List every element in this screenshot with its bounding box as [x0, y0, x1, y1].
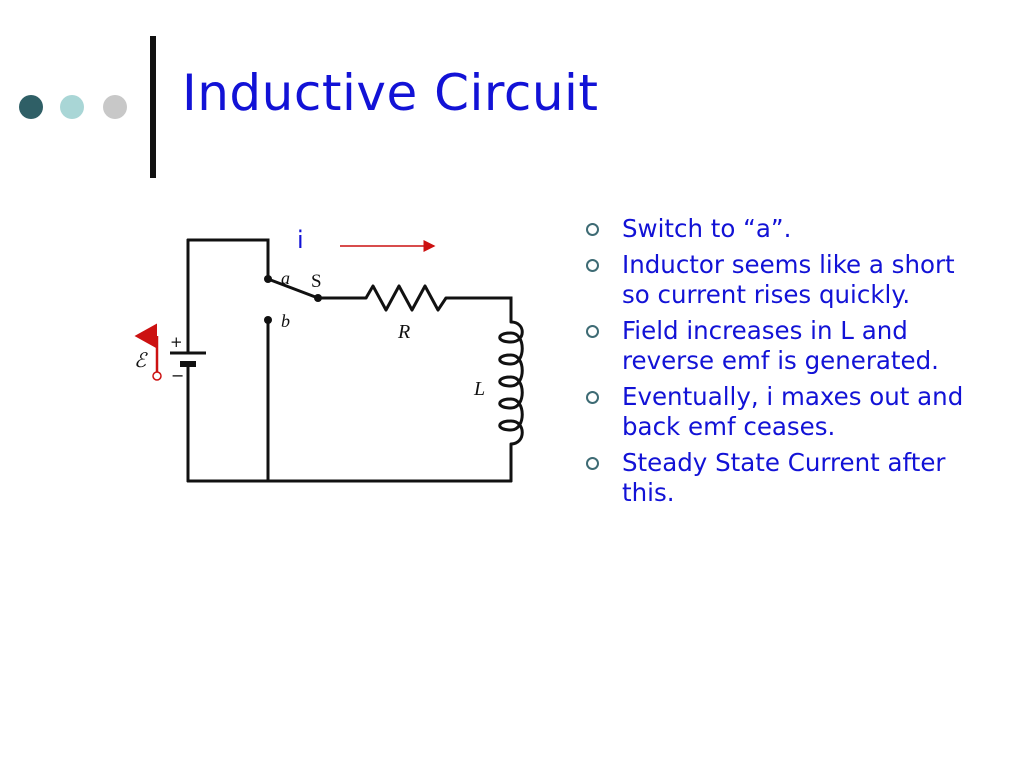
- plus-sign: +: [170, 333, 183, 351]
- bullet-item: Eventually, i maxes out and back emf cea…: [586, 382, 966, 442]
- inductor-label: L: [473, 378, 485, 400]
- resistor-label: R: [397, 321, 410, 343]
- decorative-dots: [0, 0, 140, 140]
- title-divider: [150, 36, 156, 178]
- minus-sign: −: [171, 366, 184, 385]
- terminal-a-label: a: [281, 268, 290, 288]
- bullet-list: Switch to “a”. Inductor seems like a sho…: [586, 214, 966, 514]
- switch-label: S: [311, 271, 322, 292]
- bullet-text: Switch to “a”.: [622, 214, 792, 243]
- terminal-b-label: b: [281, 311, 290, 331]
- terminal-a-dot: [264, 275, 272, 283]
- bullet-item: Field increases in L and reverse emf is …: [586, 316, 966, 376]
- bullet-marker-icon: [586, 391, 599, 404]
- bullet-text: Inductor seems like a short so current r…: [622, 250, 955, 309]
- decor-dot-light-teal: [60, 95, 84, 119]
- circuit-wires: [186, 238, 513, 483]
- emf-arrow-tail: [152, 371, 162, 381]
- bullet-text: Eventually, i maxes out and back emf cea…: [622, 382, 964, 441]
- bullet-text: Field increases in L and reverse emf is …: [622, 316, 939, 375]
- inductor-symbol: [498, 320, 524, 446]
- circuit-diagram: a b S R L ℰ + −: [134, 238, 524, 483]
- bullet-marker-icon: [586, 325, 599, 338]
- bullet-marker-icon: [586, 259, 599, 272]
- decor-dot-dark: [19, 95, 43, 119]
- current-label: i: [297, 226, 304, 254]
- bullet-item: Steady State Current after this.: [586, 448, 966, 508]
- emf-label: ℰ: [134, 348, 148, 372]
- resistor-symbol: [364, 284, 448, 312]
- terminal-b-dot: [264, 316, 272, 324]
- bullet-text: Steady State Current after this.: [622, 448, 946, 507]
- switch-pivot-dot: [314, 294, 322, 302]
- slide-title: Inductive Circuit: [182, 64, 599, 122]
- decor-dot-grey: [103, 95, 127, 119]
- bullet-marker-icon: [586, 457, 599, 470]
- bullet-item: Switch to “a”.: [586, 214, 966, 244]
- bullet-item: Inductor seems like a short so current r…: [586, 250, 966, 310]
- bullet-marker-icon: [586, 223, 599, 236]
